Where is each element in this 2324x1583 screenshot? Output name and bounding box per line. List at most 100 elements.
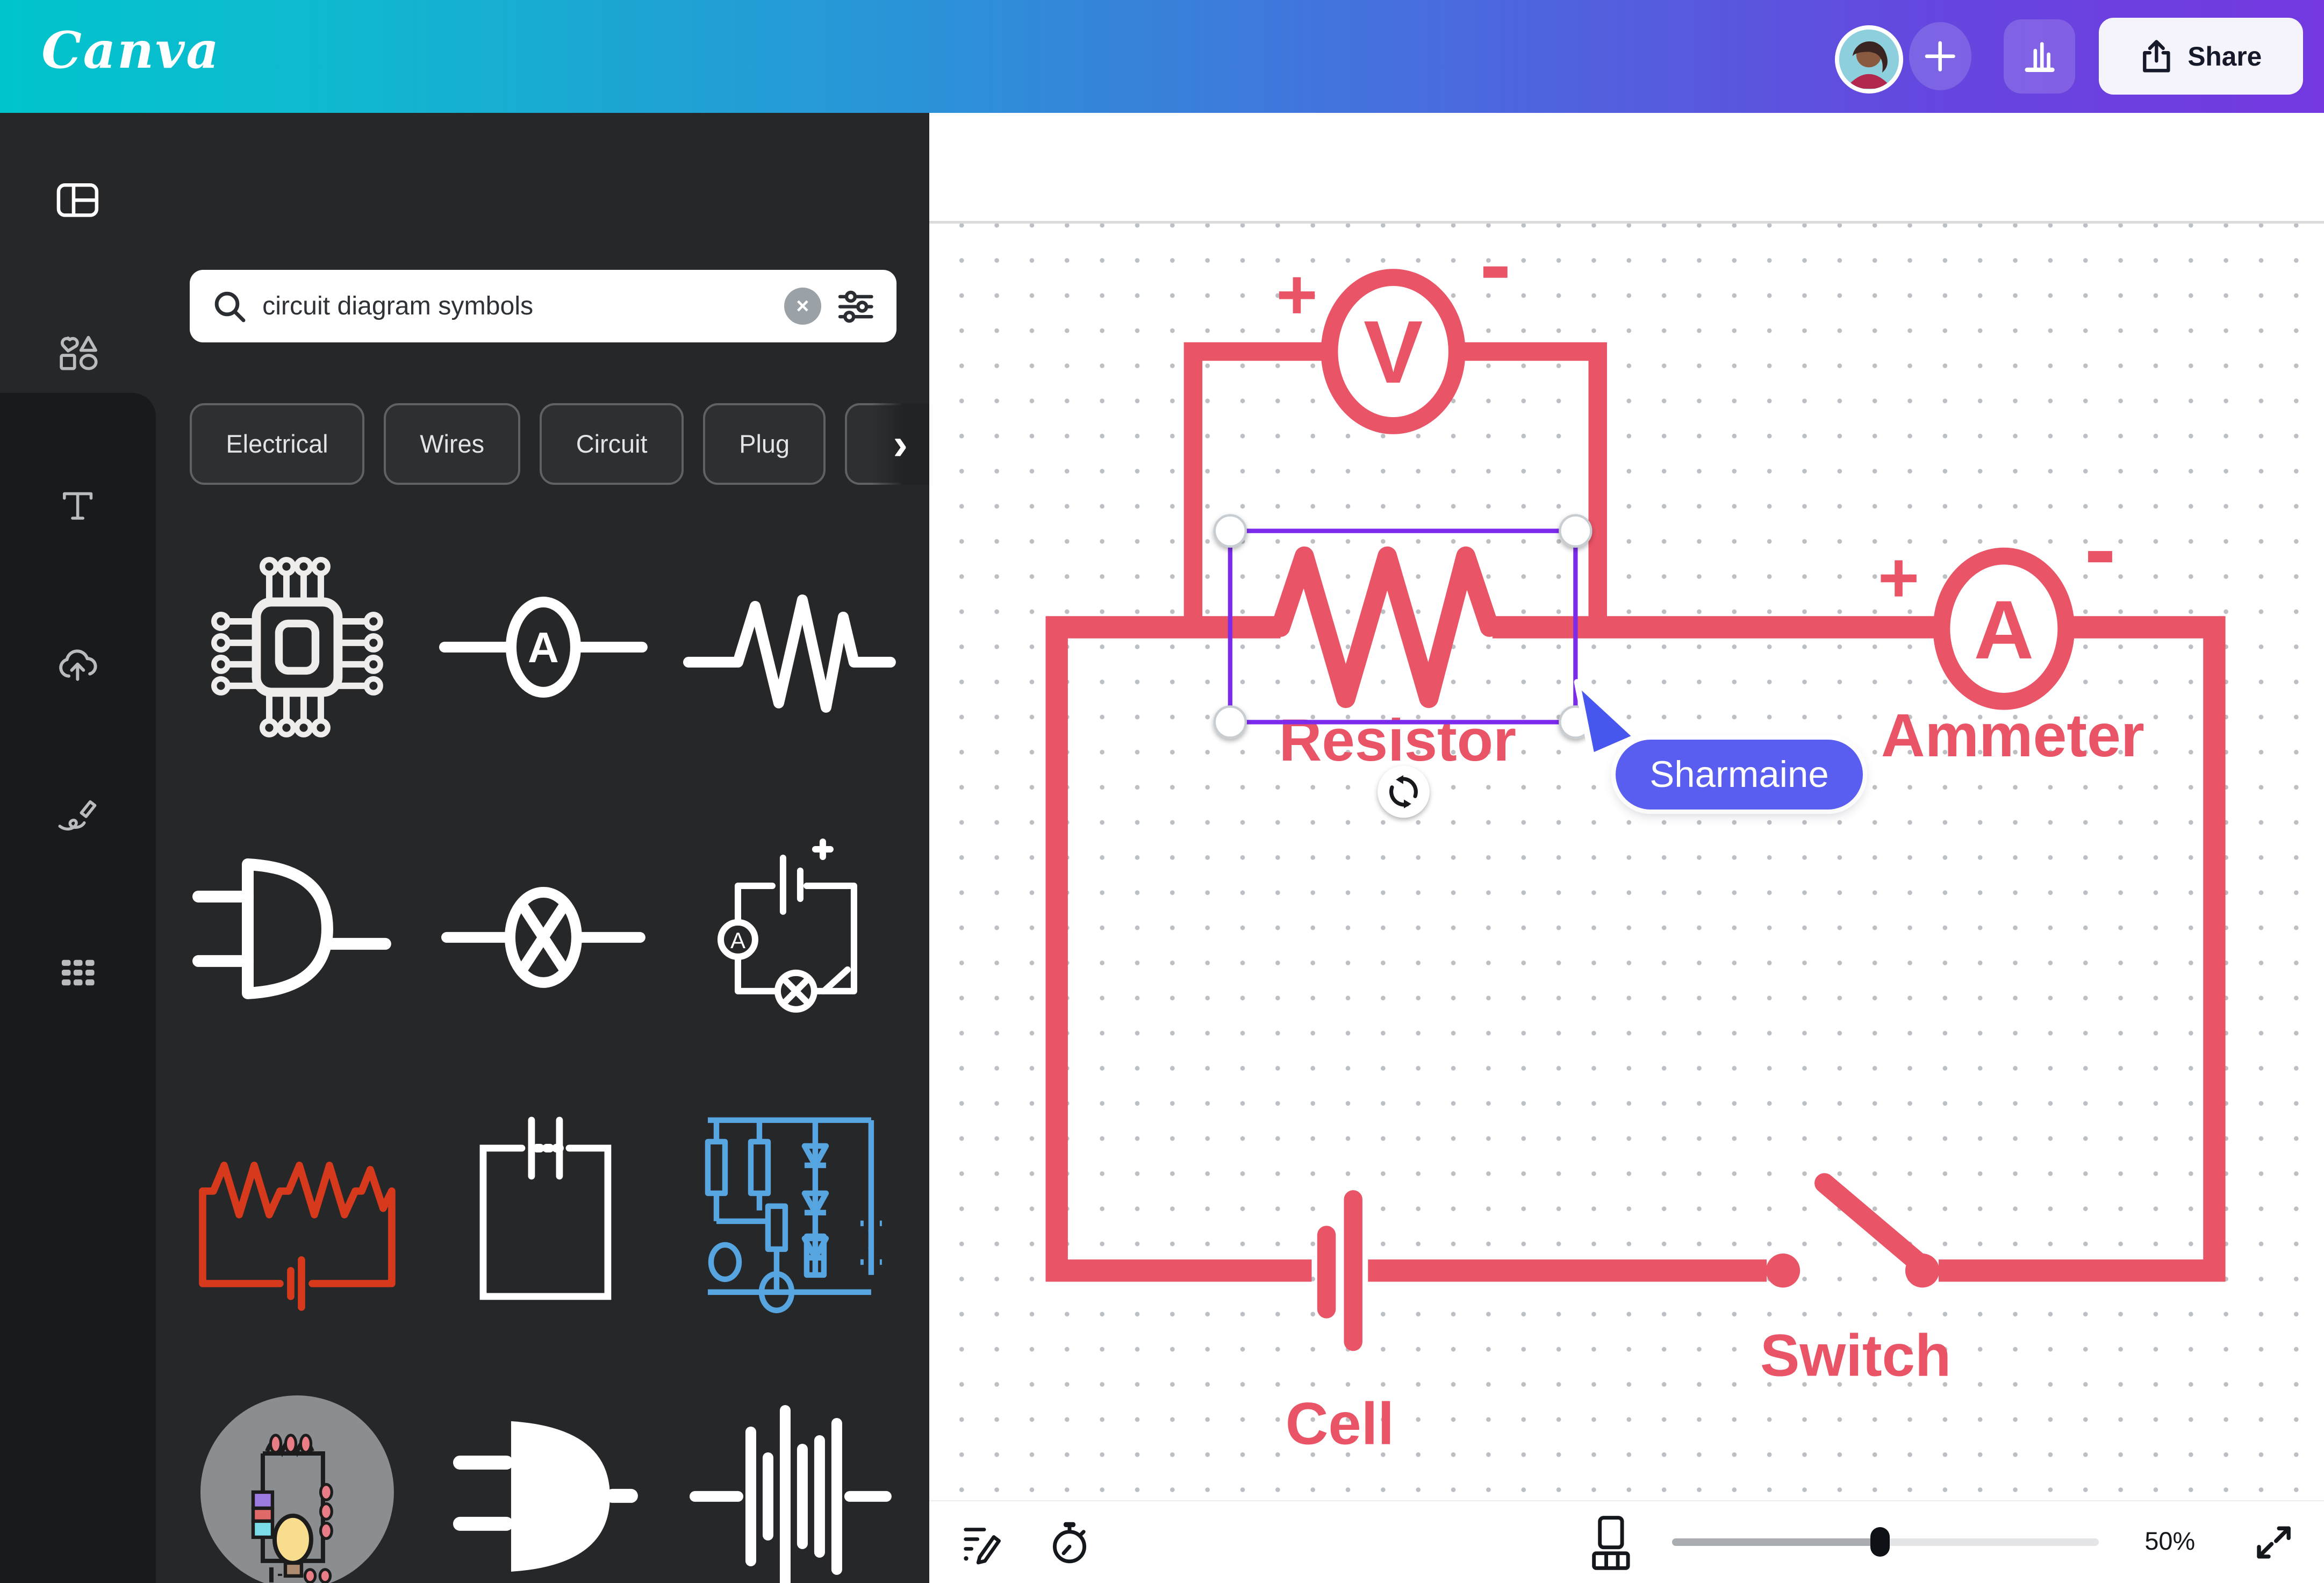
- plus-icon: [1925, 41, 1955, 71]
- collaborator-label: Sharmaine: [1615, 740, 1863, 810]
- ammeter-letter: A: [1974, 583, 2034, 676]
- voltmeter-minus: -: [1480, 211, 1511, 317]
- sidebar-item-elements[interactable]: [0, 307, 156, 396]
- notes-button[interactable]: [960, 1521, 1005, 1565]
- circuit-illustration-icon: [200, 1395, 394, 1583]
- search-value: circuit diagram symbols: [262, 291, 534, 321]
- battery-loop-white-icon: [479, 1116, 612, 1300]
- bottom-toolbar: 50%: [929, 1500, 2324, 1583]
- result-thumbnail[interactable]: [436, 1103, 651, 1318]
- dot-grid-background: [929, 224, 2324, 1500]
- clear-search-button[interactable]: ×: [784, 287, 821, 325]
- lamp-symbol-icon: [441, 886, 645, 988]
- design-canvas[interactable]: V + - A + -: [929, 112, 2324, 1500]
- header-bar: Canva: [0, 0, 2324, 113]
- elements-shapes-icon: [60, 335, 98, 370]
- text-icon: [63, 492, 93, 520]
- chip-wires[interactable]: Wires: [383, 403, 521, 485]
- upload-cloud-icon: [59, 649, 97, 681]
- selection-handle-ne[interactable]: [1559, 514, 1593, 548]
- chip-plug[interactable]: Plug: [702, 403, 826, 485]
- bar-chart-icon: [2025, 42, 2055, 72]
- create-design-button[interactable]: [1909, 22, 1971, 91]
- search-icon: [214, 291, 246, 323]
- result-thumbnail[interactable]: A: [436, 540, 651, 755]
- toolbar-rail: [0, 392, 156, 1583]
- svg-text:A: A: [528, 624, 559, 671]
- avatar[interactable]: [1835, 25, 1903, 94]
- result-thumbnail[interactable]: [682, 540, 897, 755]
- svg-text:A: A: [730, 928, 745, 953]
- circuit-diagram: V + - A + -: [1045, 211, 2226, 1457]
- plug-solid-icon: [453, 1421, 638, 1572]
- chips-scroll-right-button[interactable]: ›: [871, 403, 930, 485]
- switch-element[interactable]: [1766, 1173, 1940, 1288]
- search-input[interactable]: circuit diagram symbols ×: [189, 269, 897, 343]
- battery-bank-icon: [689, 1405, 892, 1583]
- sidebar-item-uploads[interactable]: [0, 620, 156, 708]
- sidebar-item-design[interactable]: [0, 156, 156, 245]
- ammeter-symbol-icon: A: [439, 596, 648, 698]
- search-results-grid: A: [190, 540, 898, 1583]
- voltmeter-element[interactable]: V + -: [1276, 211, 1511, 434]
- selection-box[interactable]: [1213, 514, 1593, 739]
- chip-electrical[interactable]: Electrical: [189, 403, 364, 485]
- filter-chips: Electrical Wires Circuit Plug: [189, 403, 928, 485]
- share-label: Share: [2187, 41, 2262, 71]
- notes-icon: [964, 1527, 1001, 1564]
- selection-handle-nw[interactable]: [1213, 514, 1247, 548]
- resistor-element[interactable]: [1271, 546, 1500, 708]
- grid-view-icon: [1592, 1515, 1630, 1570]
- canva-logo[interactable]: Canva: [41, 20, 220, 80]
- ammeter-plus: +: [1878, 538, 1919, 618]
- zoom-level[interactable]: 50%: [2144, 1527, 2196, 1555]
- switch-label[interactable]: Switch: [1760, 1322, 1951, 1388]
- chevron-right-icon: ›: [893, 418, 908, 469]
- result-thumbnail[interactable]: [190, 1385, 405, 1583]
- chip-circuit[interactable]: Circuit: [540, 403, 684, 485]
- sidebar-item-apps[interactable]: [0, 928, 156, 1016]
- result-thumbnail[interactable]: [436, 1385, 651, 1583]
- microchip-icon: [211, 556, 383, 737]
- collaborator-cursor: [1574, 679, 1639, 759]
- result-thumbnail[interactable]: A: [682, 821, 897, 1036]
- share-upload-icon: [2143, 40, 2170, 73]
- sidebar-item-text[interactable]: [0, 461, 156, 550]
- result-thumbnail[interactable]: [190, 821, 405, 1036]
- result-thumbnail[interactable]: [190, 540, 405, 755]
- result-thumbnail[interactable]: [682, 1103, 897, 1318]
- draw-pen-icon: [58, 800, 97, 831]
- zoom-slider[interactable]: [1672, 1527, 2099, 1557]
- insights-button[interactable]: [2004, 19, 2075, 94]
- ammeter-element[interactable]: A + -: [1878, 496, 2116, 710]
- ammeter-minus: -: [2084, 496, 2116, 601]
- zoom-slider-knob[interactable]: [1870, 1527, 1890, 1557]
- plug-outline-icon: [192, 858, 391, 999]
- resistor-symbol-icon: [683, 594, 896, 713]
- fullscreen-button[interactable]: [2253, 1522, 2294, 1563]
- avatar-image: [1839, 29, 1899, 89]
- series-circuit-red-icon: [199, 1161, 396, 1311]
- sidebar-item-draw[interactable]: [0, 769, 156, 858]
- filter-sliders-icon[interactable]: [836, 286, 876, 326]
- page-top-edge: [929, 220, 2324, 224]
- grid-view-button[interactable]: [1589, 1515, 1633, 1571]
- resistor-label[interactable]: Resistor: [1279, 707, 1516, 773]
- result-thumbnail[interactable]: [190, 1103, 405, 1318]
- timer-button[interactable]: [1048, 1521, 1093, 1565]
- selection-handle-sw[interactable]: [1213, 705, 1247, 739]
- ammeter-label[interactable]: Ammeter: [1881, 701, 2144, 769]
- side-panel: circuit diagram symbols × Electrical Wir…: [0, 112, 930, 1583]
- apps-grid-icon: [61, 959, 95, 986]
- rotate-handle[interactable]: [1378, 765, 1430, 818]
- cell-label[interactable]: Cell: [1286, 1391, 1394, 1457]
- design-icon: [57, 183, 99, 217]
- fullscreen-icon: [2256, 1527, 2291, 1559]
- circuit-wires[interactable]: [1045, 342, 2226, 1282]
- voltmeter-plus: +: [1276, 255, 1317, 334]
- collaborator-name: Sharmaine: [1649, 754, 1829, 796]
- result-thumbnail[interactable]: [436, 821, 651, 1036]
- share-button[interactable]: Share: [2098, 18, 2304, 95]
- result-thumbnail[interactable]: [682, 1385, 897, 1583]
- cell-element[interactable]: [1317, 1190, 1362, 1351]
